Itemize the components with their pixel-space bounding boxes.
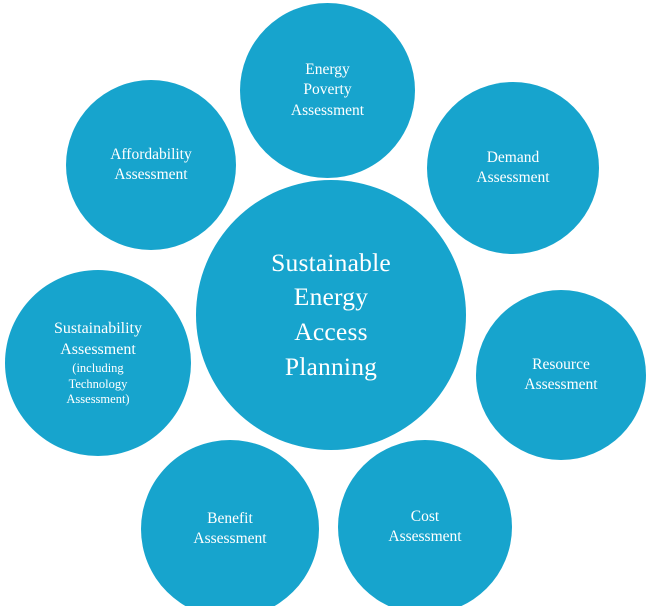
node-center-label: Sustainable Energy Access Planning <box>271 247 391 381</box>
node-benefit-label: Benefit Assessment <box>193 509 267 547</box>
node-resource-assessment: Resource Assessment <box>476 290 646 460</box>
node-benefit-assessment: Benefit Assessment <box>141 440 319 606</box>
node-demand-label: Demand Assessment <box>476 148 550 186</box>
node-cost-label: Cost Assessment <box>388 507 462 545</box>
node-sustainable-energy-access-planning: Sustainable Energy Access Planning <box>196 180 466 450</box>
node-affordability-label: Affordability Assessment <box>110 145 192 183</box>
node-sustainability-label: Sustainability Assessment <box>54 319 142 358</box>
node-energy-poverty-label: Energy Poverty Assessment <box>290 60 365 119</box>
node-sustainability-assessment: Sustainability Assessment (including Tec… <box>5 270 191 456</box>
node-sustainability-sublabel: (including Technology Assessment) <box>66 360 130 407</box>
node-resource-label: Resource Assessment <box>524 355 598 393</box>
node-cost-assessment: Cost Assessment <box>338 440 512 606</box>
node-demand-assessment: Demand Assessment <box>427 82 599 254</box>
node-energy-poverty-assessment: Energy Poverty Assessment <box>240 3 415 178</box>
node-affordability-assessment: Affordability Assessment <box>66 80 236 250</box>
